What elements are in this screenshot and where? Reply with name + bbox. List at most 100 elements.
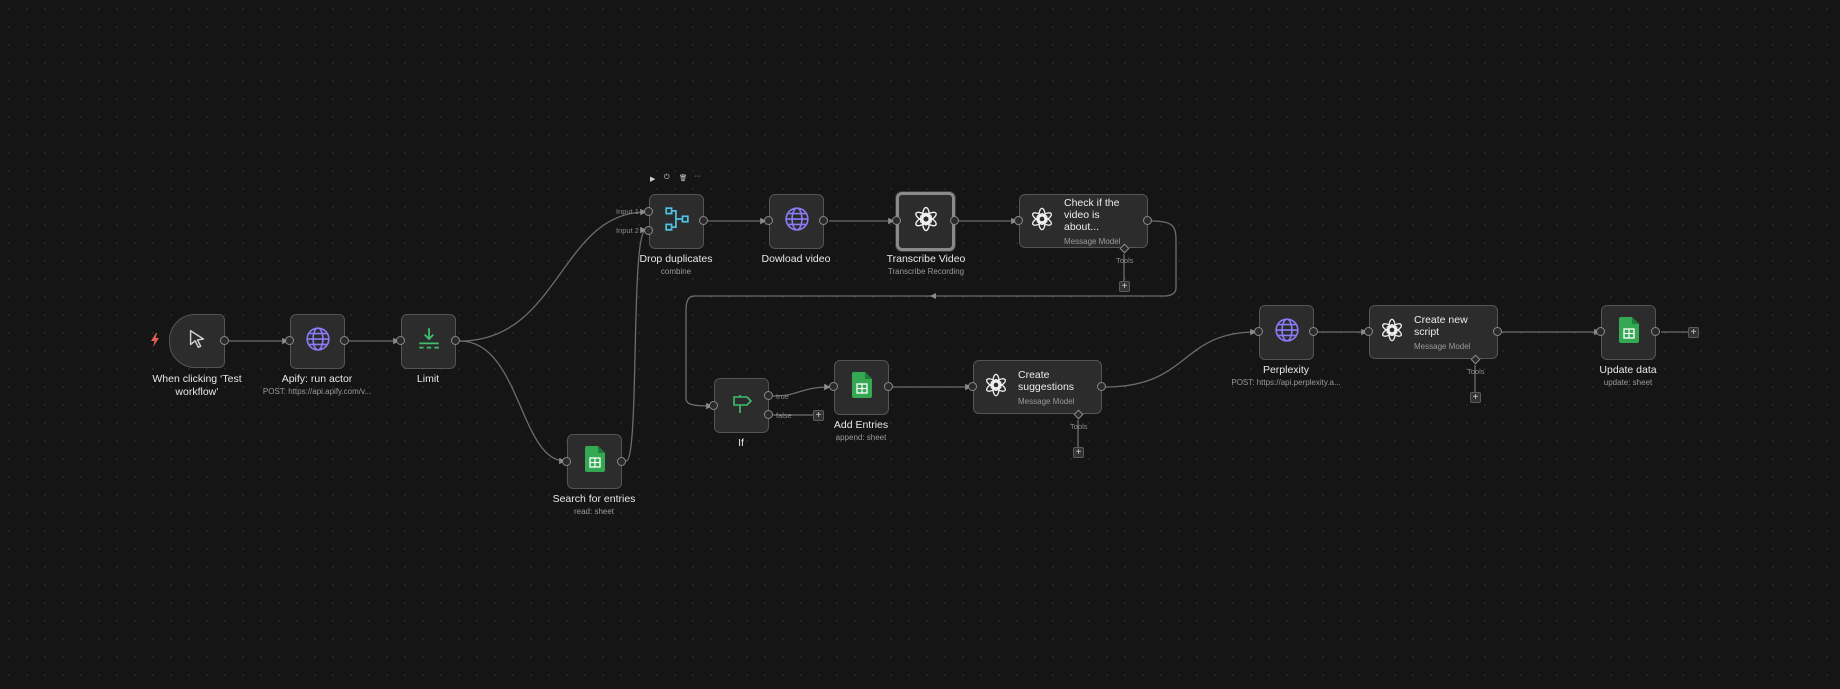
transcribe-output-port[interactable] (950, 216, 959, 225)
if-false-add-button[interactable]: + (813, 410, 824, 421)
if-input-port[interactable] (709, 401, 718, 410)
node-trigger[interactable] (169, 314, 225, 368)
edge-search-drop (625, 226, 647, 462)
check-title: Check if the video is about... (1064, 196, 1120, 233)
check-output-port[interactable] (1143, 216, 1152, 225)
edge-suggest-perplexity (1104, 328, 1257, 388)
transcribe-label: Transcribe Video (886, 253, 966, 265)
google-sheets-icon (584, 446, 605, 477)
limit-input-port[interactable] (396, 336, 405, 345)
drop-sublabel: combine (660, 267, 692, 276)
script-tools-label: Tools (1467, 367, 1485, 376)
transcribe-sublabel: Transcribe Recording (887, 267, 965, 276)
edge-limit-search (459, 340, 566, 465)
add-sublabel: append: sheet (835, 433, 887, 442)
check-input-port[interactable] (1014, 216, 1023, 225)
suggest-output-port[interactable] (1097, 382, 1106, 391)
download-label: Dowload video (761, 253, 831, 265)
google-sheets-icon (1618, 317, 1639, 348)
node-play-button[interactable]: ▶ (650, 176, 656, 183)
perplexity-sublabel: POST: https://api.perplexity.a... (1231, 378, 1341, 387)
edge-if-add (772, 383, 831, 397)
check-sublabel: Message Model (1064, 236, 1121, 246)
apify-input-port[interactable] (285, 336, 294, 345)
limit-output-port[interactable] (451, 336, 460, 345)
drop-label: Drop duplicates (639, 253, 713, 265)
search-output-port[interactable] (617, 457, 626, 466)
node-more-button[interactable]: ··· (694, 173, 701, 180)
add-input-port[interactable] (829, 382, 838, 391)
loop-arrow-icon (930, 293, 936, 299)
node-apify[interactable] (290, 314, 345, 369)
node-update-data[interactable] (1601, 305, 1656, 360)
script-add-tool-button[interactable]: + (1470, 392, 1481, 403)
if-false-port[interactable] (764, 410, 773, 419)
node-limit[interactable] (401, 314, 456, 369)
suggest-title: Create suggestions (1018, 368, 1075, 393)
download-output-port[interactable] (819, 216, 828, 225)
if-false-label: false (776, 411, 792, 420)
limit-label: Limit (416, 373, 440, 385)
suggest-input-port[interactable] (968, 382, 977, 391)
globe-icon (305, 326, 331, 357)
update-sublabel: update: sheet (1603, 378, 1653, 387)
drop-output-port[interactable] (699, 216, 708, 225)
if-true-label: true (776, 392, 789, 401)
perplexity-output-port[interactable] (1309, 327, 1318, 336)
openai-icon (1030, 207, 1054, 236)
trigger-label: When clicking ‘Test workflow’ (152, 373, 242, 398)
update-label: Update data (1599, 364, 1657, 376)
update-output-port[interactable] (1651, 327, 1660, 336)
perplexity-label: Perplexity (1262, 364, 1310, 376)
node-create-script[interactable]: Create new script Message Model (1369, 305, 1498, 359)
merge-icon (664, 206, 690, 237)
suggest-add-tool-button[interactable]: + (1073, 447, 1084, 458)
script-output-port[interactable] (1493, 327, 1502, 336)
script-title: Create new script (1414, 313, 1468, 338)
edge-check-if (685, 220, 1177, 410)
apify-sublabel: POST: https://api.apify.com/v... (262, 387, 372, 396)
node-perplexity[interactable] (1259, 305, 1314, 360)
if-true-port[interactable] (764, 391, 773, 400)
check-tools-label: Tools (1116, 256, 1134, 265)
apify-label: Apify: run actor (281, 373, 353, 385)
openai-icon (913, 206, 939, 237)
search-label: Search for entries (552, 493, 636, 505)
google-sheets-icon (851, 372, 872, 403)
drop-input2-port[interactable] (644, 226, 653, 235)
check-add-tool-button[interactable]: + (1119, 281, 1130, 292)
drop-input1-port[interactable] (644, 207, 653, 216)
transcribe-input-port[interactable] (892, 216, 901, 225)
if-signpost-icon (730, 391, 754, 420)
node-search-entries[interactable] (567, 434, 622, 489)
script-input-port[interactable] (1364, 327, 1373, 336)
edge-limit-drop (459, 208, 647, 342)
globe-icon (1274, 317, 1300, 348)
node-power-button[interactable]: ⏻ (664, 174, 670, 181)
node-drop-duplicates[interactable] (649, 194, 704, 249)
add-output-port[interactable] (884, 382, 893, 391)
trigger-output-port[interactable] (220, 336, 229, 345)
node-create-suggestions[interactable]: Create suggestions Message Model (973, 360, 1102, 414)
drop-input1-label: Input 1 (616, 207, 639, 216)
node-check-video[interactable]: Check if the video is about... Message M… (1019, 194, 1148, 248)
node-if[interactable] (714, 378, 769, 433)
update-add-node-button[interactable]: + (1688, 327, 1699, 338)
node-transcribe-video[interactable] (896, 192, 955, 251)
node-delete-button[interactable]: 🗑 (679, 175, 688, 182)
openai-icon (984, 373, 1008, 402)
node-download-video[interactable] (769, 194, 824, 249)
perplexity-input-port[interactable] (1254, 327, 1263, 336)
globe-icon (784, 206, 810, 237)
if-label: If (738, 437, 744, 449)
limit-icon (416, 326, 442, 357)
drop-input2-label: Input 2 (616, 226, 639, 235)
search-input-port[interactable] (562, 457, 571, 466)
cursor-icon (186, 328, 208, 355)
node-add-entries[interactable] (834, 360, 889, 415)
update-input-port[interactable] (1596, 327, 1605, 336)
download-input-port[interactable] (764, 216, 773, 225)
apify-output-port[interactable] (340, 336, 349, 345)
lightning-icon (150, 333, 160, 352)
